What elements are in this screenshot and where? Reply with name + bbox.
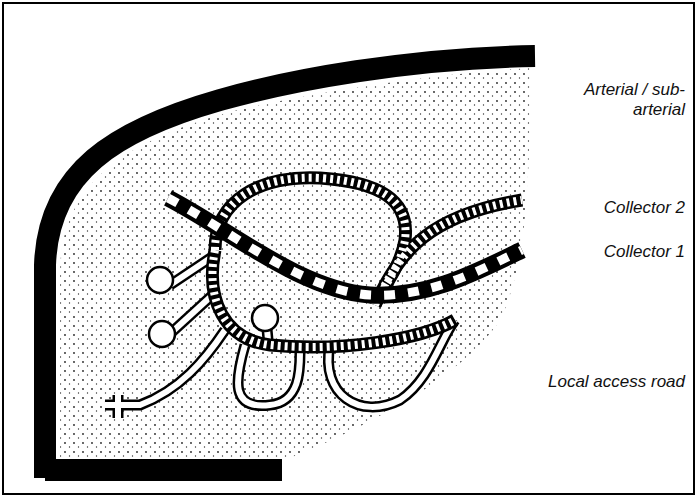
collector-label: Collector 1	[535, 242, 685, 262]
collector-1-road	[168, 198, 522, 295]
frame	[3, 3, 694, 494]
arterial-road	[45, 56, 535, 478]
collector-label: Collector 2	[535, 198, 685, 218]
collector-2-roads	[212, 178, 522, 347]
local-road-label: Local access road	[530, 372, 685, 392]
arterial-label: Arterial / sub-arterial	[565, 80, 685, 120]
